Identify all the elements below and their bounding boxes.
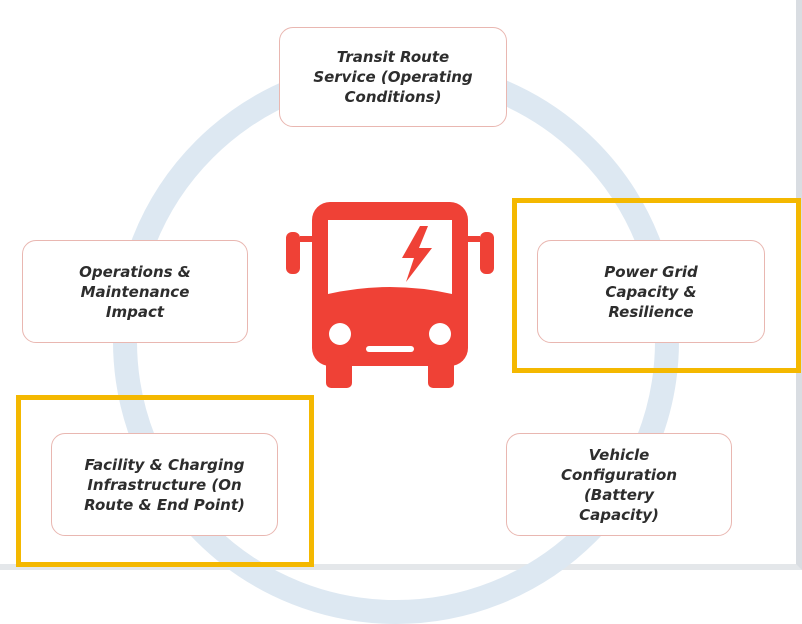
highlight-box-power-grid: [512, 198, 801, 373]
node-vehicle-configuration: Vehicle Configuration (Battery Capacity): [506, 433, 732, 536]
node-facility-charging: Facility & Charging Infrastructure (On R…: [51, 433, 278, 536]
node-transit-route-service: Transit Route Service (Operating Conditi…: [279, 27, 507, 127]
node-power-grid: Power Grid Capacity & Resilience: [537, 240, 765, 343]
node-operations-maintenance: Operations & Maintenance Impact: [22, 240, 248, 343]
electric-bus-icon: [286, 202, 494, 388]
highlight-box-facility-charging: [16, 395, 314, 567]
